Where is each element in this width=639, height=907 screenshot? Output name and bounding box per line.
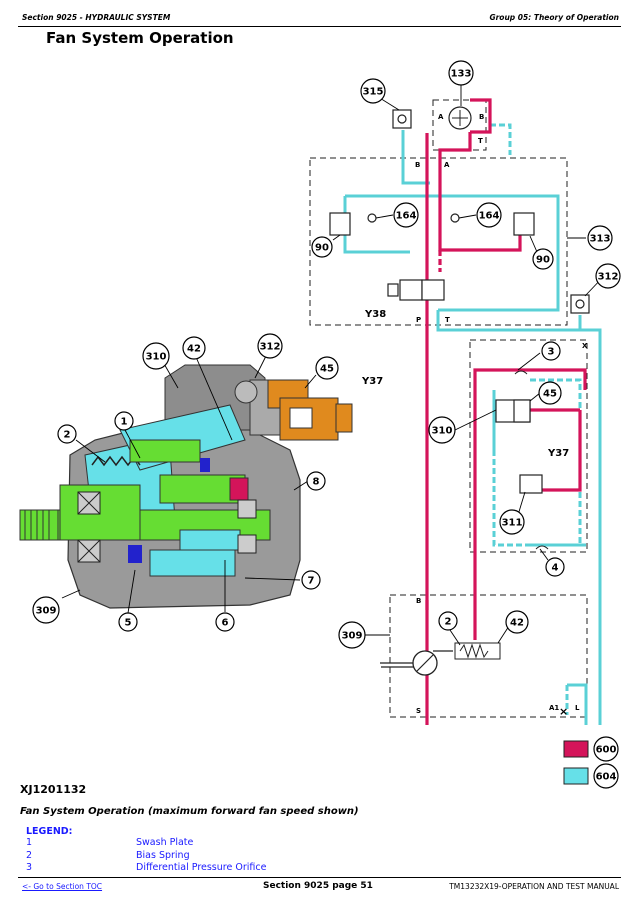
callout-5: 5 (125, 618, 132, 629)
legend-item: 3 Differential Pressure Orifice (26, 862, 546, 875)
key-code-circle (593, 736, 619, 762)
callout-circle (311, 236, 333, 258)
legend-heading: LEGEND: (26, 826, 73, 837)
callout-310: 310 (146, 352, 167, 363)
callout-circle (587, 225, 613, 251)
callout-circle (360, 78, 386, 104)
label-port_b3: B (416, 597, 421, 605)
callout-circle (257, 333, 283, 359)
label-y38: Y38 (364, 309, 386, 320)
callout-circle (538, 381, 562, 405)
callout-circle (545, 557, 565, 577)
toc-link[interactable]: <- Go to Section TOC (22, 882, 103, 891)
legend-item: 2 Bias Spring (26, 850, 546, 863)
callout-circle (499, 509, 525, 535)
callout-42: 42 (187, 344, 201, 355)
callout-309: 309 (342, 631, 363, 642)
legend-item-text: Differential Pressure Orifice (136, 862, 267, 873)
callout-1: 1 (121, 417, 128, 428)
callout-133: 133 (451, 69, 472, 80)
pump-cutaway (19, 364, 353, 609)
label-port_a2: A (444, 161, 450, 169)
section-title: Section 9025 - HYDRAULIC SYSTEM (22, 13, 171, 22)
legend: LEGEND: 1 Swash Plate 2 Bias Spring 3 Di… (26, 826, 546, 875)
label-y37b: Y37 (547, 448, 569, 459)
callout-2: 2 (64, 430, 71, 441)
figure-id: XJ1201132 (20, 783, 87, 796)
label-port_t1: T (478, 137, 483, 145)
label-port_b2: B (415, 161, 420, 169)
label-port_a1: A (438, 113, 444, 121)
legend-item-text: Swash Plate (136, 837, 194, 848)
label-port_s: S (416, 707, 421, 715)
callout-90: 90 (536, 255, 550, 266)
legend-item-number: 1 (26, 837, 33, 848)
callout-311: 311 (502, 518, 523, 529)
key-code-600: 600 (596, 745, 617, 756)
key-swatch-600 (563, 740, 589, 758)
label-y37a: Y37 (361, 376, 383, 387)
callout-2: 2 (445, 617, 452, 628)
callout-8: 8 (313, 477, 320, 488)
callout-circle (448, 60, 474, 86)
label-port_p: P (416, 316, 421, 324)
callout-circle (32, 596, 60, 624)
legend-item-number: 3 (26, 862, 33, 873)
fan-system-diagram: × 12345678242424545909013316416430930931… (19, 60, 621, 789)
key-swatch-604 (563, 767, 589, 785)
callout-313: 313 (590, 234, 611, 245)
page-header: Section 9025 - HYDRAULIC SYSTEM Group 05… (18, 10, 621, 27)
callout-circle (505, 610, 529, 634)
figure-caption: Fan System Operation (maximum forward fa… (20, 806, 359, 817)
callout-90: 90 (315, 243, 329, 254)
callout-circle (393, 202, 419, 228)
callout-164: 164 (396, 211, 417, 222)
callout-circle (438, 611, 458, 631)
callout-42: 42 (510, 618, 524, 629)
page-title: Fan System Operation (46, 29, 234, 47)
callout-circle (114, 411, 134, 431)
callout-315: 315 (363, 87, 384, 98)
page-footer: <- Go to Section TOC Section 9025 page 5… (18, 877, 621, 896)
label-port_l: L (575, 704, 580, 712)
key-code-circle (593, 763, 619, 789)
callout-circle (338, 621, 366, 649)
label-port_x: X (582, 342, 588, 350)
callout-circle (182, 336, 206, 360)
legend-item: 1 Swash Plate (26, 837, 546, 850)
callout-312: 312 (598, 272, 619, 283)
manual-id: TM13232X19-OPERATION AND TEST MANUAL (449, 882, 619, 891)
callout-4: 4 (552, 563, 559, 574)
callout-312: 312 (260, 342, 281, 353)
callout-circle (306, 471, 326, 491)
label-port_b1: B (479, 113, 484, 121)
callout-circle (476, 202, 502, 228)
key-code-604: 604 (596, 772, 617, 783)
svg-text:×: × (559, 705, 568, 718)
callout-310: 310 (432, 426, 453, 437)
callout-309: 309 (36, 606, 57, 617)
legend-item-number: 2 (26, 849, 33, 861)
callout-circle (595, 263, 621, 289)
callout-circle (301, 570, 321, 590)
label-port_t2: T (445, 316, 450, 324)
callout-3: 3 (548, 347, 555, 358)
callout-164: 164 (479, 211, 500, 222)
callout-circle (315, 356, 339, 380)
callout-45: 45 (543, 389, 557, 400)
label-port_a1b: A1 (549, 704, 559, 712)
callout-circle (118, 612, 138, 632)
callout-45: 45 (320, 364, 334, 375)
callout-7: 7 (308, 576, 315, 587)
callout-circle (142, 342, 170, 370)
group-title: Group 05: Theory of Operation (489, 13, 619, 22)
callout-circle (428, 416, 456, 444)
callout-6: 6 (222, 618, 229, 629)
page-number: Section 9025 page 51 (263, 881, 373, 891)
callout-circle (215, 612, 235, 632)
callout-circle (57, 424, 77, 444)
callout-circle (541, 341, 561, 361)
callout-circle (532, 248, 554, 270)
legend-item-text: Bias Spring (136, 849, 190, 861)
